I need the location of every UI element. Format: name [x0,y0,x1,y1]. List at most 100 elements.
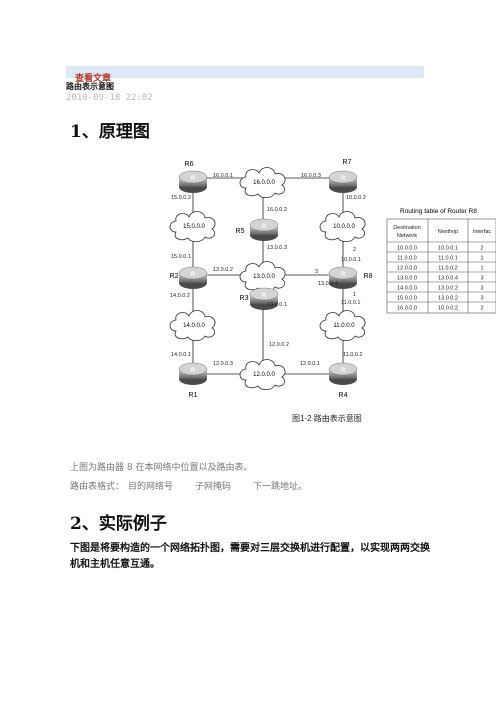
svg-text:R: R [191,176,196,182]
article-header-bar: 查看文章 [66,66,424,84]
network-cloud-15: 15.0.0.0 [169,211,216,243]
table-cell: 1 [480,266,483,272]
routing-diagram: 16.0.0.0 15.0.0.0 10.0.0.0 13.0.0.0 14.0… [169,159,496,423]
router-r6-icon: R R6 [178,161,208,194]
svg-text:R: R [341,272,346,278]
svg-text:R: R [341,368,346,374]
svg-text:13.0.0.4: 13.0.0.4 [318,281,338,287]
figure-caption: 图1-2 路由表示意图 [292,413,362,423]
table-cell: 2 [480,246,483,252]
svg-text:11.0.0.1: 11.0.0.1 [341,300,360,306]
table-cell: 10.0.0.1 [438,246,458,252]
table-cell: 10.0.0.0 [397,246,417,252]
cloud-label: 10.0.0.0 [333,224,355,230]
caption-paragraph: 上图为路由器 8 在本网络中位置以及路由表。 [70,463,253,473]
section1-title: 1、原理图 [70,122,150,142]
svg-text:16.0.0.1: 16.0.0.1 [213,173,233,179]
router-label: R2 [170,273,179,280]
table-cell: 10.0.0.2 [438,306,458,312]
table-cell: 14.0.0.0 [397,286,417,292]
svg-text:10.0.0.1: 10.0.0.1 [341,257,361,263]
svg-text:13.0.0.2: 13.0.0.2 [213,267,233,273]
network-cloud-10: 10.0.0.0 [319,211,366,243]
article-subtitle: 路由表示意图 [66,81,114,91]
routing-table: Routing table of Router R8 Destination N… [386,208,496,314]
router-r7-icon: R R7 [328,159,358,194]
router-label: R3 [240,295,249,302]
svg-text:14.0.0.1: 14.0.0.1 [171,352,191,358]
svg-text:16.0.0.3: 16.0.0.3 [301,173,321,179]
table-cell: 13.0.0.0 [397,276,417,282]
table-cell: 3 [480,286,483,292]
section2-title: 2、实际例子 [70,514,167,534]
svg-text:3: 3 [315,269,318,275]
svg-text:R: R [262,224,267,230]
format-mask: 子网掩码 [195,482,232,492]
header-label: 查看文章 [75,74,112,84]
router-label: R7 [343,159,352,166]
svg-text:11.0.0.2: 11.0.0.2 [343,352,362,358]
router-label: R4 [339,392,348,399]
router-label: R8 [364,273,373,280]
svg-text:15.0.0.1: 15.0.0.1 [171,254,191,260]
table-header-destination: Destination [393,225,421,231]
table-cell: 2 [480,306,483,312]
network-cloud-16: 16.0.0.0 [239,167,286,199]
svg-text:13.0.0.3: 13.0.0.3 [267,245,287,251]
svg-text:12.0.0.2: 12.0.0.2 [269,342,289,348]
svg-text:R: R [191,368,196,374]
table-cell: 11.0.0.1 [438,256,457,262]
svg-text:R: R [191,272,196,278]
cloud-label: 11.0.0.0 [333,323,355,329]
table-cell: 12.0.0.0 [397,266,417,272]
router-r1-icon: R R1 [178,362,208,399]
table-cell: 13.0.0.4 [438,276,458,282]
router-r8-icon: R R8 [328,266,373,290]
svg-text:1: 1 [353,292,356,298]
svg-text:2: 2 [353,247,356,253]
routing-table-title: Routing table of Router R8 [400,208,477,215]
svg-text:15.0.0.2: 15.0.0.2 [171,195,191,201]
table-cell: 11.0.0.0 [397,256,416,262]
cloud-label: 16.0.0.0 [253,180,275,186]
network-cloud-14: 14.0.0.0 [169,310,216,342]
router-r4-icon: R R4 [328,362,358,399]
section2-paragraph: 下图是将要构造的一个网络拓扑图，需要对三层交换机进行配置，以实现两两交换机和主机… [70,543,430,570]
svg-text:10.0.0.2: 10.0.0.2 [346,195,366,201]
link-address-labels: 16.0.0.1 16.0.0.3 15.0.0.2 10.0.0.2 16.0… [170,173,366,367]
network-cloud-13: 13.0.0.0 [239,261,286,293]
svg-text:R: R [262,293,267,299]
format-label: 路由表格式： [70,482,125,492]
network-cloud-12: 12.0.0.0 [239,359,286,391]
router-r5-icon: R R5 [236,218,279,242]
cloud-label: 13.0.0.0 [253,274,275,280]
svg-text:R: R [341,176,346,182]
svg-text:Network: Network [397,233,417,239]
format-next: 下一跳地址。 [253,482,308,492]
router-r2-icon: R R2 [170,266,208,290]
cloud-label: 14.0.0.0 [183,323,205,329]
table-cell: 1 [480,256,483,262]
svg-text:12.0.0.1: 12.0.0.1 [300,361,320,367]
cloud-label: 15.0.0.0 [183,224,205,230]
table-cell: 13.0.0.2 [438,296,458,302]
svg-text:16.0.0.2: 16.0.0.2 [267,207,287,213]
router-label: R5 [236,228,245,235]
svg-text:13.0.0.1: 13.0.0.1 [267,302,287,308]
table-cell: 13.0.0.2 [438,286,458,292]
article-date: 2010-09-18 22:02 [66,93,153,103]
table-cell: 15.0.0.0 [397,296,417,302]
format-dest: 目的网络号 [128,482,174,492]
router-label: R1 [189,392,198,399]
network-cloud-11: 11.0.0.0 [319,310,366,342]
router-label: R6 [185,161,194,168]
svg-text:Interfac: Interfac [473,229,492,235]
table-cell: 11.0.0.2 [438,266,457,272]
svg-text:12.0.0.3: 12.0.0.3 [213,361,233,367]
table-cell: 3 [480,276,483,282]
svg-text:Nexthop: Nexthop [438,229,459,235]
table-cell: 3 [480,296,483,302]
cloud-label: 12.0.0.0 [253,372,275,378]
table-cell: 16.0.0.0 [397,306,417,312]
router-r3-icon: R R3 [240,287,279,311]
